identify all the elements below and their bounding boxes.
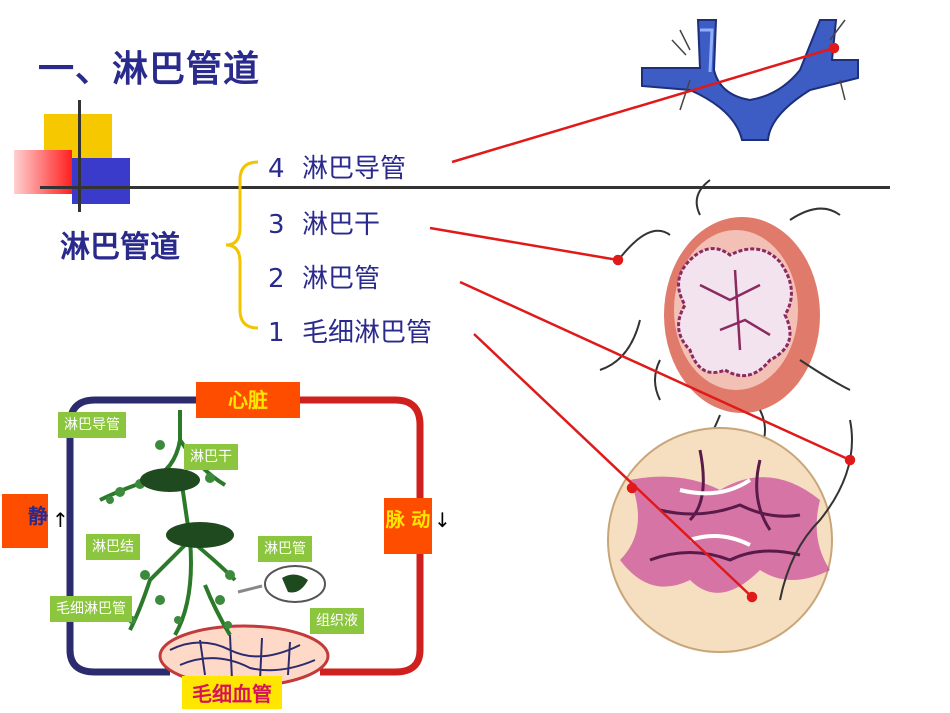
list-item-lymph-duct: 4 淋巴导管 xyxy=(268,148,406,185)
list-item-lymph-trunk: 3 淋巴干 xyxy=(268,204,380,241)
label-lymph-node: 淋巴结 xyxy=(86,534,140,560)
decor-horizontal-rule xyxy=(40,186,890,189)
item-number: 3 xyxy=(268,210,285,240)
circulation-diagram xyxy=(66,396,424,688)
list-item-lymph-vessel: 2 淋巴管 xyxy=(268,258,380,295)
decor-vertical-rule xyxy=(78,100,81,212)
label-lymph-duct: 淋巴导管 xyxy=(58,412,126,438)
group-label: 淋巴管道 xyxy=(60,230,180,265)
annotation-lines xyxy=(429,42,856,603)
brace xyxy=(225,160,259,330)
item-number: 1 xyxy=(268,318,285,348)
label-lymph-capillary: 毛细淋巴管 xyxy=(50,596,132,622)
decor-blue-square xyxy=(72,158,130,204)
vein-junction-illustration xyxy=(641,19,859,141)
item-label: 淋巴管 xyxy=(302,264,381,294)
tissue-illustration xyxy=(607,419,853,653)
vein-arrow: ↑ xyxy=(52,508,69,532)
lymph-node-illustration xyxy=(599,179,851,451)
vein-label: 静 xyxy=(2,494,48,548)
list-item-lymph-capillary: 1 毛细淋巴管 xyxy=(268,312,432,349)
label-tissue-fluid: 组织液 xyxy=(310,608,364,634)
item-label: 淋巴干 xyxy=(302,210,381,240)
item-number: 2 xyxy=(268,264,285,294)
capillary-label: 毛细血管 xyxy=(182,676,282,709)
page-title: 一、淋巴管道 xyxy=(38,49,261,90)
artery-label: 脉 动 xyxy=(384,498,432,554)
artery-arrow: ↓ xyxy=(434,508,451,532)
item-label: 淋巴导管 xyxy=(302,154,407,184)
item-number: 4 xyxy=(268,154,285,184)
label-lymph-vessel: 淋巴管 xyxy=(258,536,312,562)
label-lymph-trunk: 淋巴干 xyxy=(184,444,238,470)
item-label: 毛细淋巴管 xyxy=(302,318,433,348)
heart-label: 心脏 xyxy=(196,382,300,418)
